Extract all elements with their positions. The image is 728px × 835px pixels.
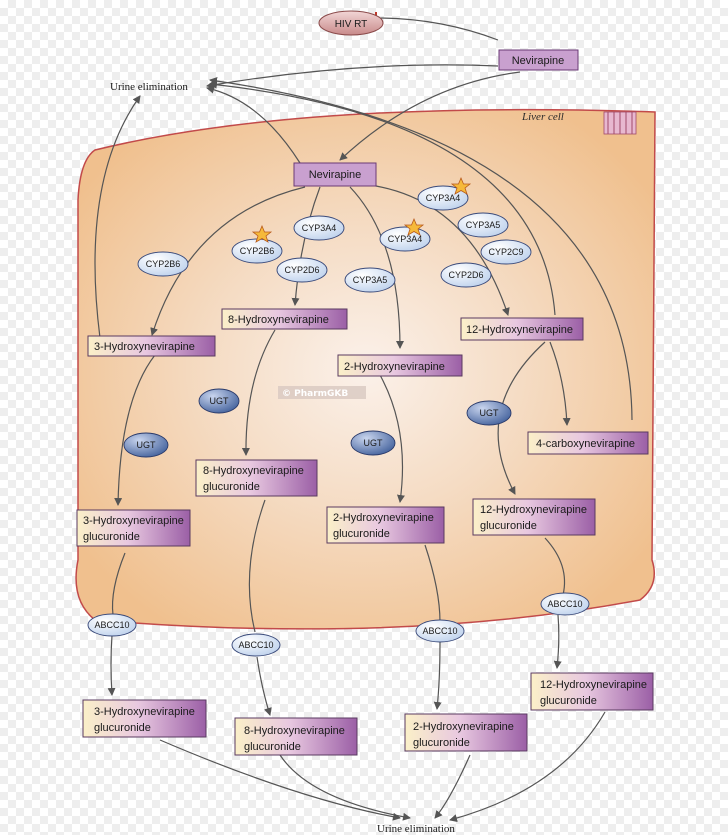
glucuronide-2-hydroxy-outside: 2-Hydroxynevirapine glucuronide [404,713,528,752]
glucuronide-label-line2: glucuronide [94,722,151,734]
transporter-label: ABCC10 [238,640,273,650]
enzyme-cyp3a4-a: CYP3A4 [293,215,345,241]
metabolite-2-hydroxynevirapine: 2-Hydroxynevirapine [337,354,463,377]
metabolite-label: 3-Hydroxynevirapine [94,341,195,353]
enzyme-ugt-2: UGT [123,432,169,458]
metabolite-4-carboxynevirapine: 4-carboxynevirapine [527,431,649,455]
enzyme-cyp2c9: CYP2C9 [480,239,532,265]
glucuronide-label-line1: 12-Hydroxynevirapine [540,679,647,691]
membrane-channel-icon [603,111,637,135]
glucuronide-label-line1: 8-Hydroxynevirapine [203,465,304,477]
glucuronide-2-hydroxy-inside: 2-Hydroxynevirapine glucuronide [326,506,445,544]
transporter-abcc10-4: ABCC10 [540,592,590,616]
nevirapine-inside-box: Nevirapine [293,162,377,187]
transporter-abcc10-2: ABCC10 [231,633,281,657]
transporter-label: ABCC10 [422,626,457,636]
enzyme-cyp3a5-b: CYP3A5 [457,212,509,238]
enzyme-label: CYP2B6 [146,259,181,269]
enzyme-label: CYP3A5 [353,275,388,285]
enzyme-ugt-3: UGT [350,430,396,456]
pathway-arrows [94,12,633,823]
enzyme-label: CYP2C9 [488,247,523,257]
glucuronide-12-hydroxy-outside: 12-Hydroxynevirapine glucuronide [530,672,654,711]
metabolite-8-hydroxynevirapine: 8-Hydroxynevirapine [221,308,348,330]
transporter-abcc10-1: ABCC10 [87,613,137,637]
enzyme-label: CYP2D6 [284,265,319,275]
glucuronide-label-line2: glucuronide [540,695,597,707]
enzyme-label: UGT [480,408,500,418]
nevirapine-outside-box: Nevirapine [498,49,579,71]
metabolite-12-hydroxynevirapine: 12-Hydroxynevirapine [460,317,584,341]
glucuronide-label-line1: 12-Hydroxynevirapine [480,504,587,516]
enzyme-label: CYP3A5 [466,220,501,230]
metabolite-3-hydroxynevirapine: 3-Hydroxynevirapine [87,335,216,357]
enzyme-label: CYP2B6 [240,246,275,256]
glucuronide-label-line2: glucuronide [244,741,301,753]
transporter-label: ABCC10 [547,599,582,609]
enzyme-cyp2d6-b: CYP2D6 [440,262,492,288]
enzyme-label: CYP2D6 [448,270,483,280]
glucuronide-label-line1: 8-Hydroxynevirapine [244,725,345,737]
enzyme-label: UGT [364,438,384,448]
glucuronide-label-line1: 2-Hydroxynevirapine [333,512,434,524]
metabolite-label: 12-Hydroxynevirapine [466,324,573,336]
metabolite-label: 8-Hydroxynevirapine [228,314,329,326]
enzyme-label: CYP3A4 [302,223,337,233]
transporter-abcc10-3: ABCC10 [415,619,465,643]
hiv-rt-label: HIV RT [335,19,368,30]
glucuronide-8-hydroxy-outside: 8-Hydroxynevirapine glucuronide [234,717,358,756]
hiv-rt-node: HIV RT [318,10,384,36]
liver-cell-label: Liver cell [521,111,564,123]
enzyme-cyp3a4-star-mid: CYP3A4 [379,226,431,252]
enzyme-cyp2b6-star: CYP2B6 [231,238,283,264]
enzyme-cyp2b6-left: CYP2B6 [137,251,189,277]
enzyme-label: UGT [137,440,157,450]
metabolite-label: 2-Hydroxynevirapine [344,361,445,373]
watermark-text: © PharmGKB [282,389,348,399]
glucuronide-label-line1: 3-Hydroxynevirapine [94,706,195,718]
enzyme-ugt-1: UGT [198,388,240,414]
star-icon [450,176,472,195]
pharmgkb-watermark: © PharmGKB [278,386,366,399]
nevirapine-outside-label: Nevirapine [512,55,565,67]
enzyme-label: CYP3A4 [388,234,423,244]
enzyme-label: UGT [210,396,230,406]
glucuronide-label-line1: 2-Hydroxynevirapine [413,721,514,733]
glucuronide-label-line2: glucuronide [203,481,260,493]
transporter-label: ABCC10 [94,620,129,630]
glucuronide-label-line2: glucuronide [413,737,470,749]
star-icon [403,217,425,236]
urine-elimination-bottom: Urine elimination [377,823,455,835]
urine-elimination-top: Urine elimination [110,81,188,93]
enzyme-cyp2d6-a: CYP2D6 [276,257,328,283]
glucuronide-3-hydroxy-outside: 3-Hydroxynevirapine glucuronide [82,699,207,738]
glucuronide-label-line2: glucuronide [83,531,140,543]
glucuronide-3-hydroxy-inside: 3-Hydroxynevirapine glucuronide [76,509,191,547]
nevirapine-inside-label: Nevirapine [309,169,362,181]
glucuronide-label-line1: 3-Hydroxynevirapine [83,515,184,527]
glucuronide-label-line2: glucuronide [333,528,390,540]
enzyme-label: CYP3A4 [426,193,461,203]
glucuronide-12-hydroxy-inside: 12-Hydroxynevirapine glucuronide [472,498,596,536]
glucuronide-8-hydroxy-inside: 8-Hydroxynevirapine glucuronide [195,459,318,497]
enzyme-ugt-4: UGT [466,400,512,426]
enzyme-cyp3a5-a: CYP3A5 [344,267,396,293]
glucuronide-label-line2: glucuronide [480,520,537,532]
star-icon [251,224,273,243]
metabolite-label: 4-carboxynevirapine [536,438,635,450]
